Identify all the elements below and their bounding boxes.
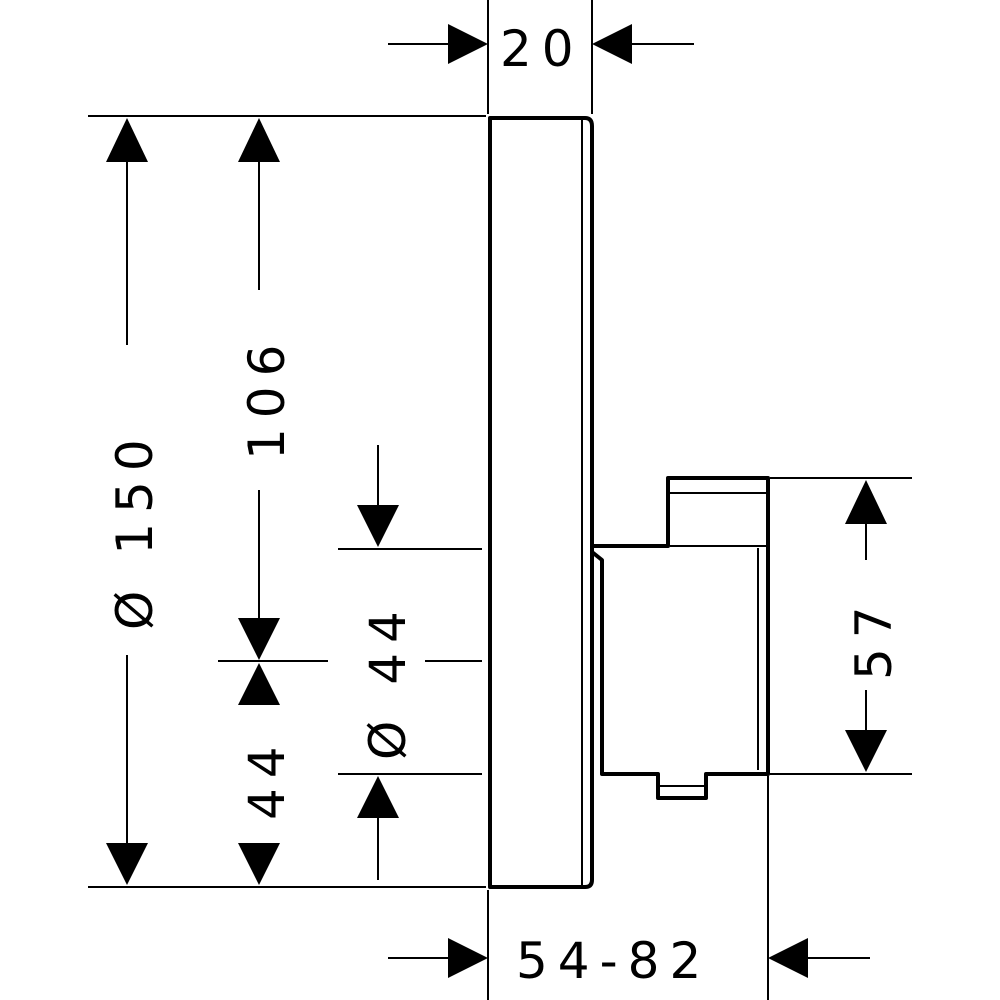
arrow-right-icon bbox=[448, 24, 488, 64]
dim-label-outer-diameter: Ø 150 bbox=[106, 429, 164, 630]
valve-body bbox=[590, 476, 770, 800]
dim-label-bottom-offset: 44 bbox=[238, 736, 296, 820]
arrow-up-icon bbox=[106, 118, 148, 162]
arrow-down-icon bbox=[845, 730, 887, 772]
dimension-depth-range: 54-82 bbox=[388, 776, 870, 1000]
dim-label-depth-range: 54-82 bbox=[516, 932, 711, 990]
dim-label-inner-diameter: Ø 44 bbox=[359, 601, 417, 760]
arrow-right-icon bbox=[448, 938, 488, 978]
dimension-inner-height: 106 bbox=[238, 118, 296, 660]
arrow-up-icon bbox=[845, 480, 887, 524]
arrow-down-icon bbox=[106, 843, 148, 885]
dim-label-body-height: 57 bbox=[845, 596, 903, 680]
dim-label-top-width: 20 bbox=[500, 20, 584, 78]
dim-label-inner-height: 106 bbox=[238, 335, 296, 460]
plate-extension-lines bbox=[88, 115, 486, 888]
arrow-up-icon bbox=[238, 663, 280, 705]
dimension-top-width: 20 bbox=[388, 0, 694, 114]
dimension-inner-diameter: Ø 44 bbox=[338, 445, 482, 880]
arrow-up-icon bbox=[238, 118, 280, 162]
cover-plate bbox=[488, 116, 594, 889]
arrow-down-icon bbox=[238, 843, 280, 885]
dimension-outer-diameter: Ø 150 bbox=[106, 118, 164, 885]
arrow-down-icon bbox=[238, 618, 280, 660]
part-outline bbox=[488, 116, 770, 889]
arrow-up-icon bbox=[357, 776, 399, 818]
arrow-down-icon bbox=[357, 505, 399, 547]
dimension-bottom-offset: 44 bbox=[218, 660, 328, 885]
dimension-body-height: 57 bbox=[770, 477, 912, 775]
arrow-left-icon bbox=[592, 24, 632, 64]
arrow-left-icon bbox=[768, 938, 808, 978]
